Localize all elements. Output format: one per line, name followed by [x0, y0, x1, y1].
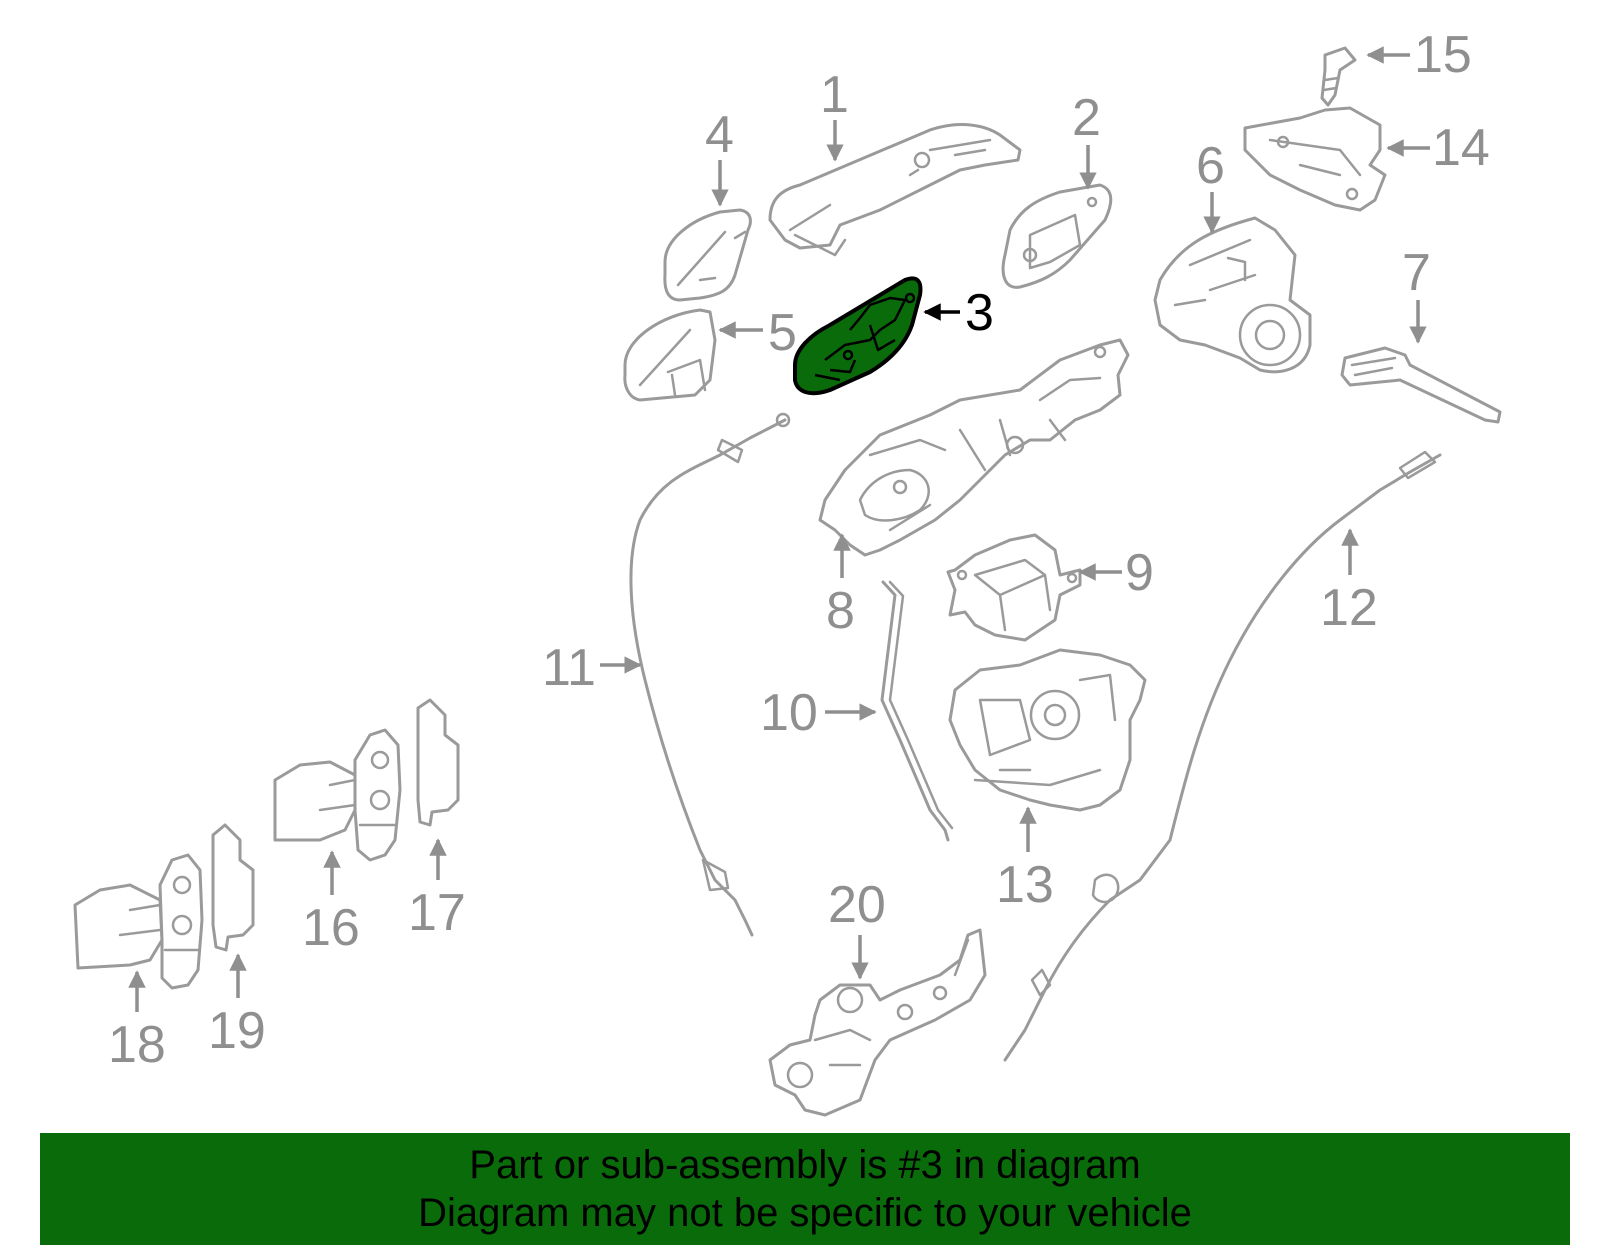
part-10-rod — [880, 580, 954, 842]
part-20-door-check — [768, 928, 987, 1117]
callout-1: 1 — [820, 66, 849, 124]
callout-12: 12 — [1320, 579, 1378, 637]
callout-labels: 1 2 3 4 5 6 7 8 9 10 11 12 13 14 15 16 1… — [108, 26, 1490, 1074]
part-7-key — [1340, 346, 1502, 424]
info-banner: Part or sub-assembly is #3 in diagram Di… — [40, 1133, 1570, 1245]
banner-line-2: Diagram may not be specific to your vehi… — [418, 1191, 1192, 1235]
callout-8: 8 — [826, 582, 855, 640]
callout-arrows — [128, 46, 1430, 1012]
part-12-cable — [1003, 450, 1442, 1062]
part-19-shim — [211, 823, 255, 952]
callout-10: 10 — [760, 684, 818, 742]
callout-6: 6 — [1196, 137, 1225, 195]
part-18-lower-hinge — [73, 853, 204, 990]
part-15-screw — [1320, 46, 1357, 107]
part-16-upper-hinge — [273, 728, 402, 862]
callout-20: 20 — [828, 876, 886, 934]
part-6-lock-housing — [1153, 216, 1312, 374]
callout-16: 16 — [302, 899, 360, 957]
callout-13: 13 — [996, 856, 1054, 914]
banner-line-1: Part or sub-assembly is #3 in diagram — [469, 1143, 1141, 1187]
callout-7: 7 — [1402, 244, 1431, 302]
callout-17: 17 — [408, 884, 466, 942]
callout-14: 14 — [1432, 119, 1490, 177]
part-5-cylinder-cover — [623, 308, 717, 402]
callout-2: 2 — [1072, 89, 1101, 147]
part-1-outer-handle — [768, 123, 1022, 257]
callout-4: 4 — [705, 106, 734, 164]
callout-3: 3 — [965, 284, 994, 342]
part-13-latch — [948, 648, 1147, 812]
part-17-shim — [416, 698, 460, 827]
callout-11: 11 — [542, 639, 596, 697]
part-11-cable — [629, 412, 791, 937]
callout-9: 9 — [1125, 544, 1154, 602]
part-14-bracket — [1243, 106, 1387, 212]
part-9-actuator — [946, 533, 1082, 642]
part-2-gasket — [1001, 183, 1113, 289]
part-8-lock-frame — [818, 338, 1130, 557]
callout-15: 15 — [1414, 26, 1472, 84]
callout-18: 18 — [108, 1016, 166, 1074]
part-4-handle-cap — [663, 208, 752, 302]
callout-5: 5 — [768, 304, 797, 362]
callout-19: 19 — [208, 1002, 266, 1060]
part-3-highlighted-gasket — [793, 276, 923, 396]
